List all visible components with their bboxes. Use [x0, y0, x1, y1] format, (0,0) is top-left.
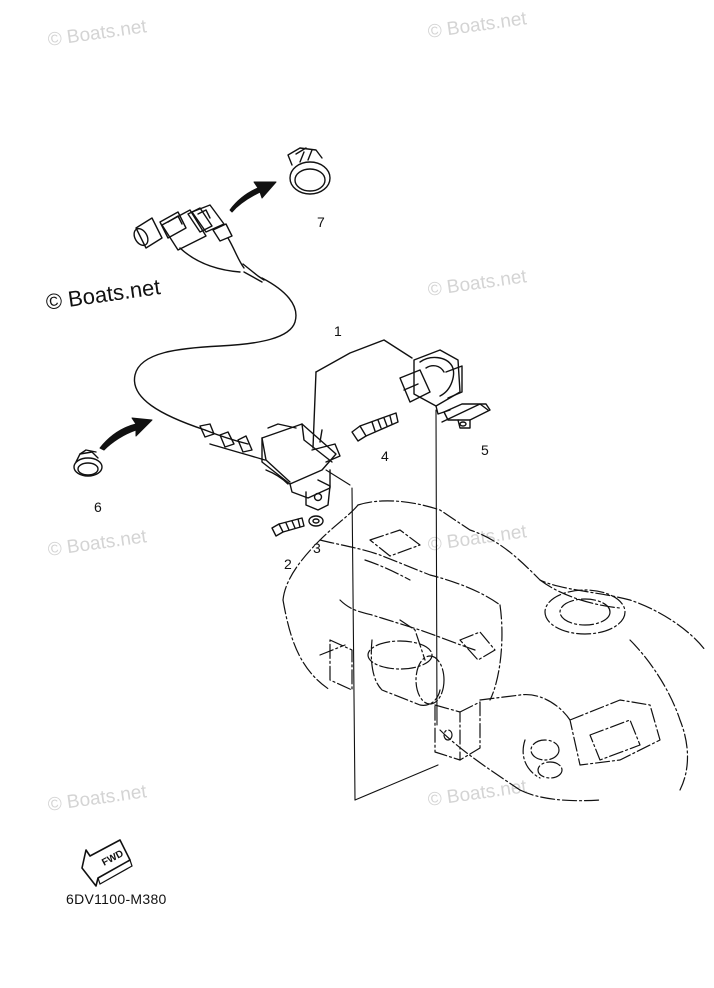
pointer-arrow-icon [99, 417, 153, 451]
callout-4: 4 [381, 448, 389, 464]
clip-item-5 [443, 403, 491, 429]
sensor-holder [399, 349, 463, 415]
leader-line-1 [315, 339, 413, 373]
wire-harness [133, 204, 297, 461]
callout-7: 7 [317, 214, 325, 230]
callout-5: 5 [481, 442, 489, 458]
hose-clamp-item-7 [287, 147, 331, 195]
hose-clamp-item-6 [73, 449, 103, 477]
leader-line-1 [312, 371, 317, 449]
washer-item-3 [308, 515, 324, 527]
bolt-item-4 [351, 412, 399, 442]
pointer-arrow-icon [229, 181, 277, 213]
engine-bracket-outline [282, 500, 706, 802]
leader-line-1 [435, 409, 438, 726]
callout-6: 6 [94, 499, 102, 515]
fwd-arrow-icon: FWD [81, 839, 133, 887]
bolt-item-2 [271, 517, 305, 537]
diagram-code: 6DV1100-M380 [66, 891, 167, 907]
trim-sensor-housing [261, 423, 341, 511]
callout-2: 2 [284, 556, 292, 572]
leader-line-1 [351, 487, 356, 801]
callout-3: 3 [313, 540, 321, 556]
leader-line-1 [354, 764, 439, 801]
callout-1: 1 [334, 323, 342, 339]
